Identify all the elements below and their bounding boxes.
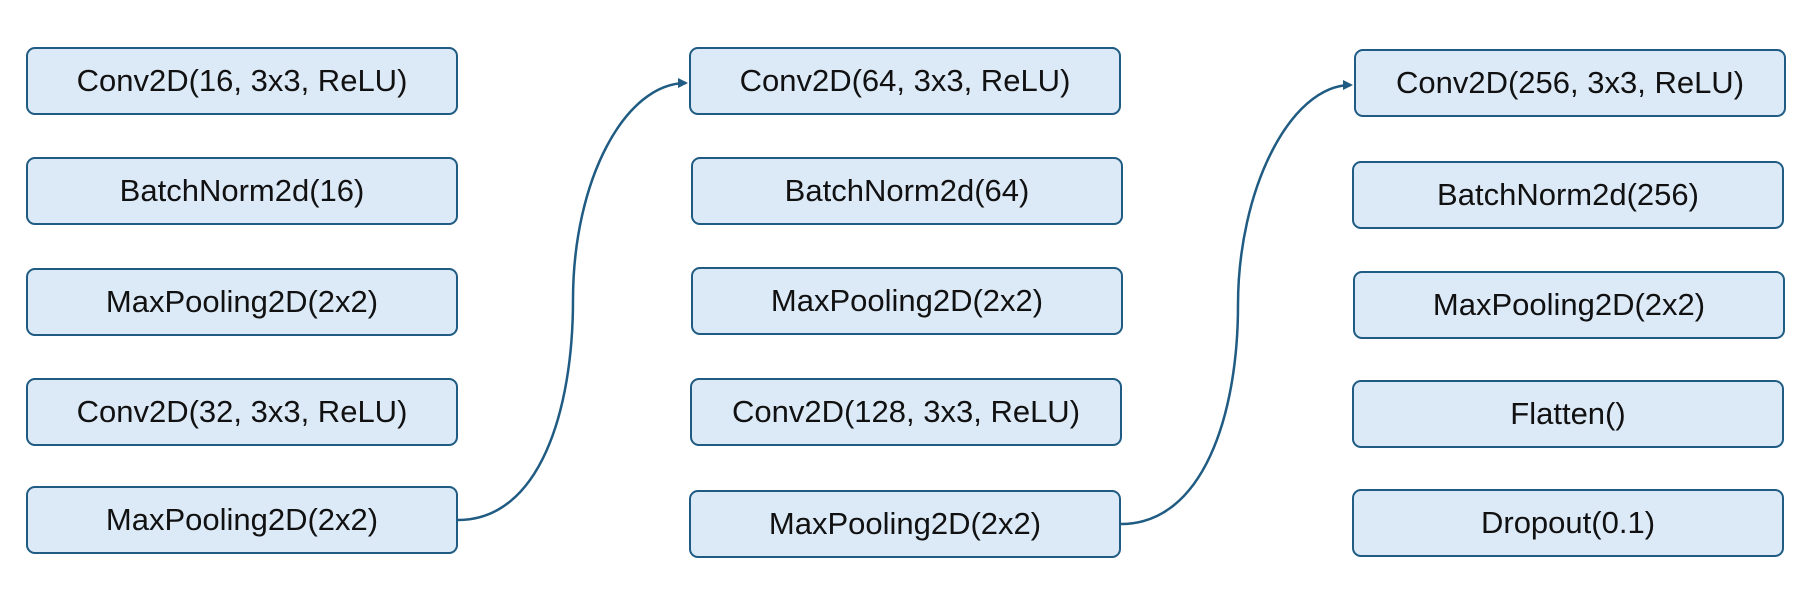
column-3-layer-4: Flatten()	[1352, 380, 1784, 448]
layer-label: MaxPooling2D(2x2)	[105, 502, 379, 537]
connector-column-2-to-column-3	[1120, 80, 1353, 526]
column-1-layer-2: BatchNorm2d(16)	[26, 157, 458, 225]
column-3-layer-3: MaxPooling2D(2x2)	[1353, 271, 1785, 339]
layer-label: BatchNorm2d(64)	[784, 173, 1030, 208]
layer-label: Conv2D(256, 3x3, ReLU)	[1395, 65, 1745, 100]
column-2-layer-4: Conv2D(128, 3x3, ReLU)	[690, 378, 1122, 446]
connector-column-1-to-column-2	[457, 78, 688, 522]
column-2-layer-3: MaxPooling2D(2x2)	[691, 267, 1123, 335]
layer-label: Dropout(0.1)	[1480, 505, 1656, 540]
column-3-layer-2: BatchNorm2d(256)	[1352, 161, 1784, 229]
layer-label: Conv2D(16, 3x3, ReLU)	[76, 63, 408, 98]
layer-label: MaxPooling2D(2x2)	[770, 283, 1044, 318]
column-1-layer-4: Conv2D(32, 3x3, ReLU)	[26, 378, 458, 446]
column-3-layer-1: Conv2D(256, 3x3, ReLU)	[1354, 49, 1786, 117]
column-2-layer-5: MaxPooling2D(2x2)	[689, 490, 1121, 558]
column-2-layer-1: Conv2D(64, 3x3, ReLU)	[689, 47, 1121, 115]
layer-label: MaxPooling2D(2x2)	[105, 284, 379, 319]
layer-label: Conv2D(64, 3x3, ReLU)	[739, 63, 1071, 98]
layer-label: Flatten()	[1510, 396, 1626, 431]
layer-label: MaxPooling2D(2x2)	[1432, 287, 1706, 322]
column-1-layer-5: MaxPooling2D(2x2)	[26, 486, 458, 554]
column-1-layer-3: MaxPooling2D(2x2)	[26, 268, 458, 336]
layer-label: Conv2D(32, 3x3, ReLU)	[76, 394, 408, 429]
layer-label: BatchNorm2d(16)	[119, 173, 365, 208]
column-1-layer-1: Conv2D(16, 3x3, ReLU)	[26, 47, 458, 115]
column-2-layer-2: BatchNorm2d(64)	[691, 157, 1123, 225]
column-3-layer-5: Dropout(0.1)	[1352, 489, 1784, 557]
layer-label: Conv2D(128, 3x3, ReLU)	[731, 394, 1081, 429]
layer-label: BatchNorm2d(256)	[1437, 177, 1699, 212]
layer-label: MaxPooling2D(2x2)	[768, 506, 1042, 541]
